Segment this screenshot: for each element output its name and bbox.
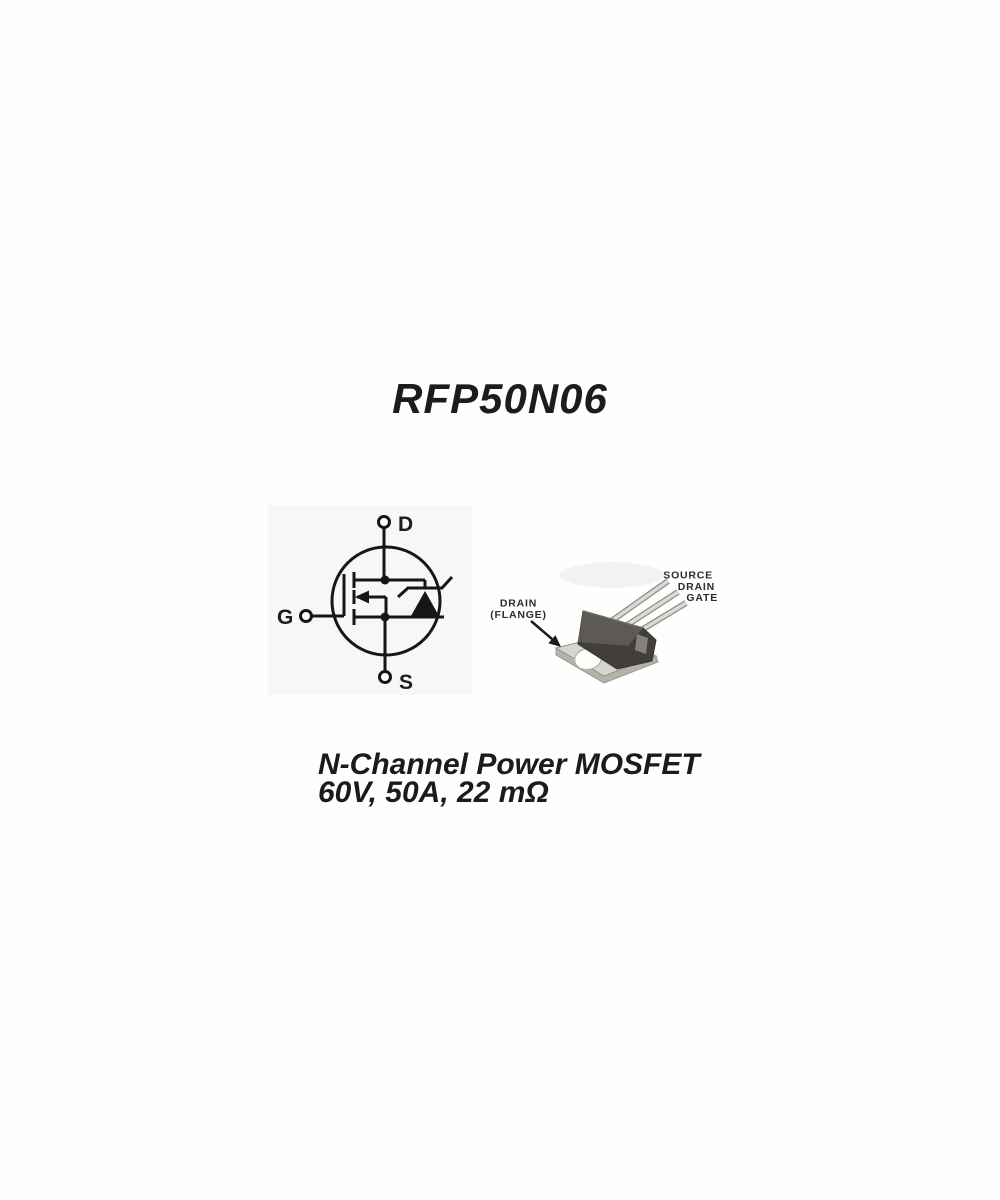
description-line1: N-Channel Power MOSFET bbox=[318, 748, 700, 781]
mosfet-symbol-diagram: D G S bbox=[268, 505, 472, 695]
diode-triangle bbox=[411, 591, 439, 616]
source-terminal-label: S bbox=[399, 671, 413, 694]
pin-label-source: SOURCE bbox=[663, 570, 713, 582]
flange-arrow-line bbox=[530, 620, 553, 640]
drain-terminal-label: D bbox=[398, 513, 413, 536]
package-body-top-face bbox=[578, 611, 643, 646]
drain-junction-dot bbox=[380, 575, 390, 585]
package-highlight-smudge bbox=[560, 562, 664, 588]
flange-label-line1: DRAIN bbox=[500, 598, 537, 610]
symbol-lines bbox=[311, 528, 454, 671]
symbol-background-tile bbox=[268, 505, 472, 695]
package-body-notch bbox=[635, 634, 648, 654]
device-description: N-Channel Power MOSFET 60V, 50A, 22 mΩ bbox=[318, 748, 700, 809]
package-body-top-edge-highlight bbox=[582, 610, 644, 629]
diode-cathode-bend-right bbox=[440, 575, 454, 590]
part-number-title: RFP50N06 bbox=[392, 375, 608, 422]
description-line2: 60V, 50A, 22 mΩ bbox=[318, 776, 549, 809]
drain-terminal-circle bbox=[377, 515, 391, 529]
flange-label-line2: (FLANGE) bbox=[490, 609, 547, 621]
package-diagram: DRAIN (FLANGE) SOURCE DRAIN GATE bbox=[490, 562, 718, 684]
body-arrowhead bbox=[355, 590, 369, 604]
source-lead bbox=[608, 579, 670, 624]
flange-arrowhead bbox=[548, 635, 561, 647]
source-terminal-circle bbox=[378, 670, 392, 684]
gate-terminal-label: G bbox=[277, 606, 293, 629]
gate-terminal-circle bbox=[299, 609, 313, 623]
source-junction-dot bbox=[380, 612, 390, 622]
diode-cathode-bend-left bbox=[396, 586, 410, 599]
pin-label-gate: GATE bbox=[686, 592, 718, 604]
pin-label-drain: DRAIN bbox=[678, 581, 715, 593]
